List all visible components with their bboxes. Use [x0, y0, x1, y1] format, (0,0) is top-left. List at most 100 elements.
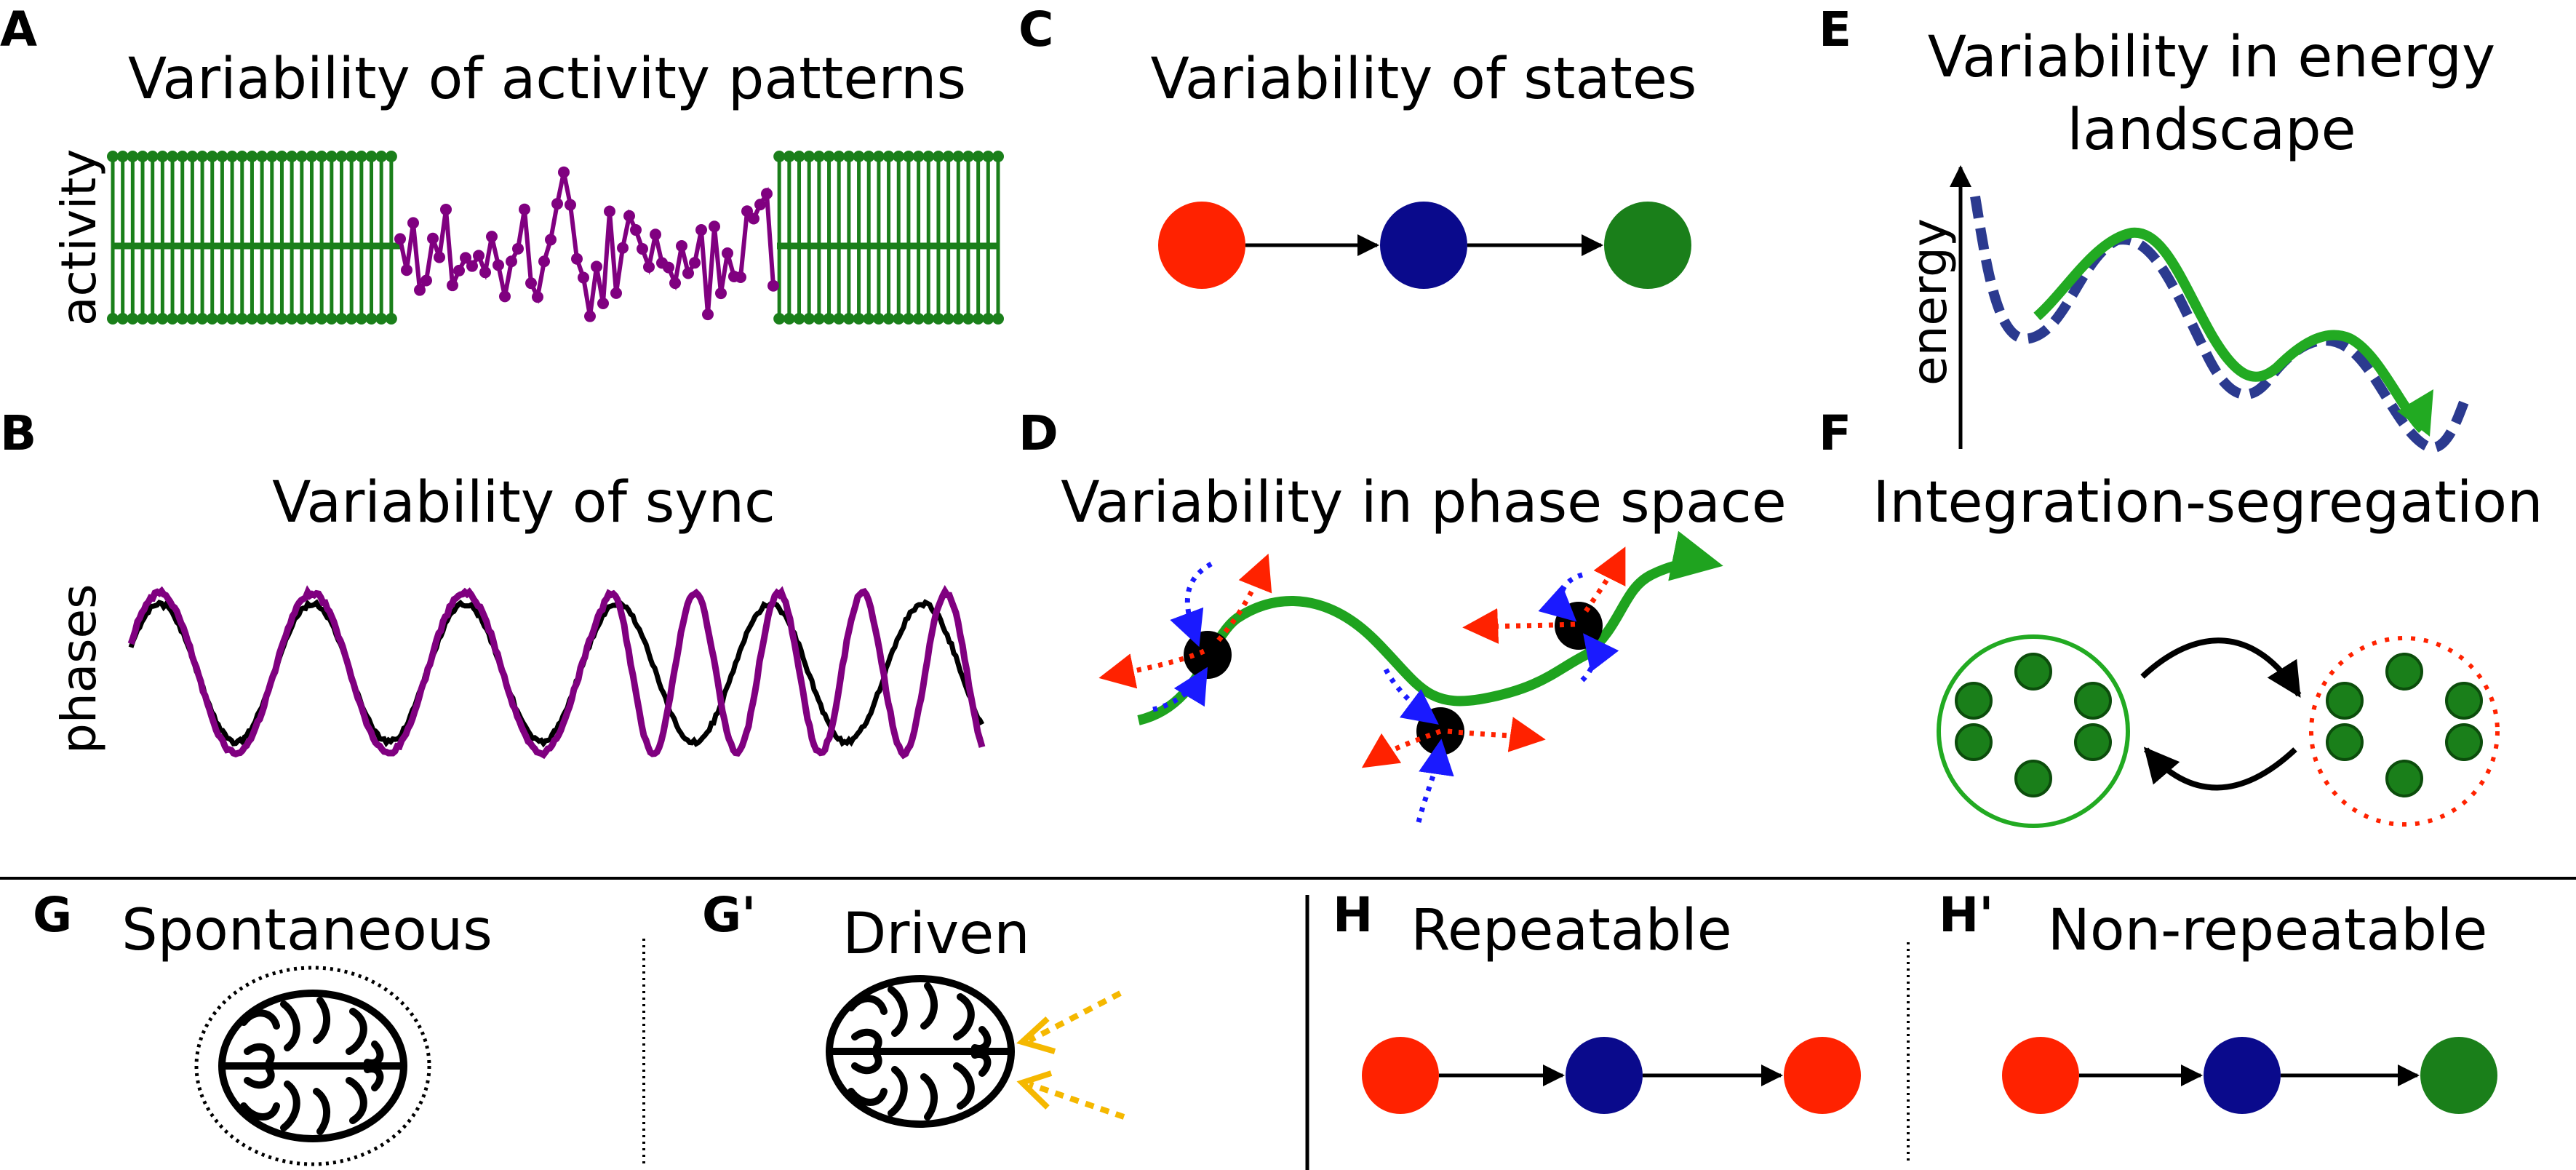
activity-dot: [863, 313, 875, 325]
activity-dot: [156, 313, 169, 325]
activity-dot: [206, 313, 218, 325]
panel-label-h-prime: H': [1939, 887, 1994, 943]
activity-dot: [325, 151, 338, 162]
state-node-navy: [2204, 1037, 2281, 1114]
phase-trace-purple: [127, 585, 986, 760]
activity-dot: [196, 313, 209, 325]
activity-dot: [773, 151, 786, 162]
activity-dot-irregular: [414, 284, 426, 296]
y-axis-label-phases: phases: [51, 584, 107, 754]
activity-dot: [385, 151, 397, 162]
activity-dot: [266, 313, 278, 325]
activity-dot: [385, 313, 397, 325]
activity-dot-irregular: [506, 255, 517, 268]
activity-dot: [146, 313, 159, 325]
activity-dot: [226, 313, 239, 325]
activity-dot: [335, 313, 348, 325]
cluster-node: [2014, 760, 2052, 797]
activity-dot-irregular: [434, 251, 445, 263]
activity-dot: [853, 151, 865, 162]
activity-dot-irregular: [571, 252, 583, 265]
activity-dot: [982, 313, 994, 325]
attracting-arrows: [1152, 561, 1619, 823]
cluster-node: [2385, 760, 2423, 797]
activity-dot-irregular: [493, 259, 504, 271]
activity-dot-irregular: [486, 231, 498, 243]
brain-icon: [218, 990, 407, 1142]
activity-dot-irregular: [597, 298, 609, 310]
activity-dot-irregular: [748, 212, 759, 225]
activity-dot: [107, 151, 119, 162]
activity-dot: [833, 151, 845, 162]
panel-label-e: E: [1819, 1, 1852, 57]
state-node-green: [2420, 1037, 2497, 1114]
activity-dot: [325, 313, 338, 325]
state-node-red: [2002, 1037, 2079, 1114]
activity-dot-irregular: [499, 290, 511, 303]
activity-dot-irregular: [440, 203, 452, 215]
state-node-green: [1604, 202, 1691, 289]
activity-dot: [335, 151, 348, 162]
activity-dot-irregular: [669, 277, 681, 290]
activity-dot: [853, 313, 865, 325]
activity-dot: [306, 151, 318, 162]
activity-dot: [842, 313, 855, 325]
phases-plot: [127, 585, 986, 760]
activity-dot-irregular: [453, 264, 465, 276]
activity-dot-irregular: [637, 243, 648, 255]
activity-dot: [902, 151, 914, 162]
activity-dot-irregular: [532, 291, 543, 303]
activity-dot: [127, 151, 139, 162]
activity-dot-irregular: [407, 217, 419, 229]
activity-dot: [912, 313, 925, 325]
activity-dot-irregular: [682, 267, 694, 279]
activity-dot: [793, 313, 805, 325]
activity-dot: [176, 151, 188, 162]
cluster-node: [2385, 653, 2423, 691]
activity-dot-irregular: [584, 310, 596, 322]
state-sequence-h-prime: [2002, 1037, 2497, 1114]
panel-title-a: Variability of activity patterns: [127, 47, 967, 112]
activity-dot: [246, 151, 258, 162]
activity-dot: [942, 151, 954, 162]
activity-dot-irregular: [591, 260, 602, 273]
energy-landscape-dashed: [1970, 195, 2471, 453]
activity-dot: [346, 313, 358, 325]
activity-dot: [216, 313, 228, 325]
activity-dot: [365, 151, 378, 162]
activity-dot: [316, 313, 328, 325]
panel-label-g-prime: G': [702, 887, 757, 943]
spontaneous-halo: [194, 966, 431, 1166]
activity-dot-irregular: [558, 166, 570, 178]
activity-dot-irregular: [767, 279, 779, 292]
panel-title-g: Spontaneous: [121, 898, 493, 963]
activity-dot: [803, 151, 816, 162]
panel-title-f: Integration-segregation: [1873, 470, 2543, 536]
activity-dot: [236, 151, 248, 162]
activity-dot-irregular: [551, 198, 563, 210]
activity-dot: [803, 313, 816, 325]
activity-dot: [167, 313, 179, 325]
panel-label-c: C: [1018, 1, 1054, 57]
activity-dot: [872, 313, 885, 325]
activity-dot: [823, 313, 835, 325]
activity-dot: [952, 313, 965, 325]
activity-dot: [365, 313, 378, 325]
segregated-cluster-nodes: [2326, 653, 2483, 797]
energy-path-arrowhead: [2397, 389, 2433, 437]
activity-dot: [355, 151, 367, 162]
activity-dot: [932, 313, 944, 325]
state-sequence-c: [1158, 202, 1691, 289]
activity-dot: [137, 151, 149, 162]
panel-title-e-line1: Variability in energy: [1927, 25, 2496, 90]
transition-arrow-top: [2140, 637, 2302, 699]
activity-dot: [375, 313, 388, 325]
energy-landscape-ball-path: [2033, 227, 2427, 433]
activity-dot-irregular: [565, 199, 576, 211]
activity-dot: [137, 313, 149, 325]
activity-dot-irregular: [538, 255, 550, 268]
activity-dot-irregular: [427, 232, 439, 244]
state-node-red: [1362, 1037, 1439, 1114]
activity-dot: [783, 313, 795, 325]
panel-title-c: Variability of states: [1150, 47, 1697, 112]
